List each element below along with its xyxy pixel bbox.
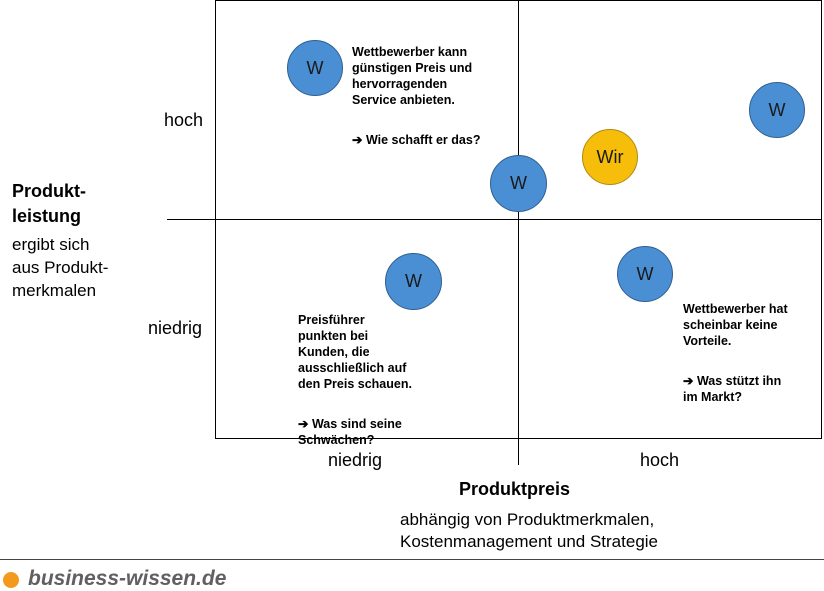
x-axis-subtitle: abhängig von Produktmerkmalen, Kostenman…	[400, 510, 659, 551]
footer-divider	[0, 559, 824, 560]
note-text: Preisführer punkten bei Kunden, die auss…	[298, 313, 412, 391]
competitor-marker: W	[749, 82, 805, 138]
brand-logo-text: business-wissen.de	[28, 567, 227, 590]
y-axis-high-label: hoch	[164, 110, 204, 130]
horizontal-axis-divider	[167, 219, 822, 220]
note-bottom-left: Preisführer punkten bei Kunden, die auss…	[298, 296, 412, 464]
note-question: ➔ Wie schafft er das?	[352, 133, 481, 147]
x-axis-title: Produktpreis	[459, 479, 571, 499]
x-axis-high-label: hoch	[640, 450, 680, 470]
y-axis-subtitle: ergibt sich aus Produkt- merkmalen	[12, 235, 109, 300]
note-text: Wettbewerber kann günstigen Preis und he…	[352, 45, 473, 107]
vertical-axis-divider	[518, 0, 519, 465]
competitor-marker: W	[385, 253, 442, 310]
note-question: ➔ Was sind seine Schwächen?	[298, 417, 402, 447]
note-text: Wettbewerber hat scheinbar keine Vorteil…	[683, 302, 788, 348]
competitor-marker: W	[287, 40, 343, 96]
x-axis-low-label: niedrig	[328, 450, 383, 470]
competitor-marker: W	[617, 246, 673, 302]
note-bottom-right: Wettbewerber hat scheinbar keine Vorteil…	[683, 285, 788, 421]
own-company-marker: Wir	[582, 129, 638, 185]
note-top-left: Wettbewerber kann günstigen Preis und he…	[352, 28, 480, 164]
brand-dot-icon	[3, 572, 19, 588]
competitor-marker: W	[490, 155, 547, 212]
y-axis-low-label: niedrig	[148, 318, 203, 338]
y-axis-title: Produkt- leistung	[12, 181, 86, 226]
note-question: ➔ Was stützt ihn im Markt?	[683, 374, 782, 404]
